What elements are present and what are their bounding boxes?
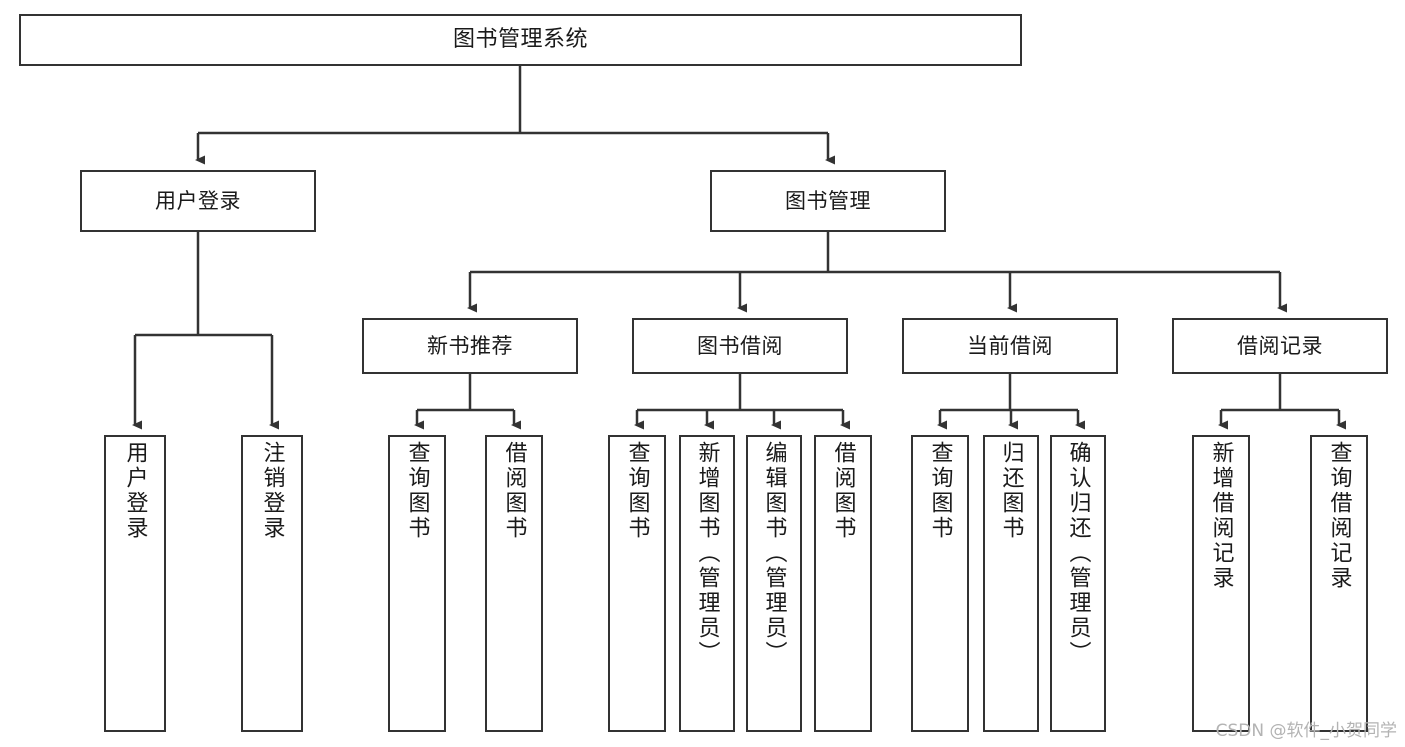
node-leaf-borrow-book-2-label: 借阅图书 xyxy=(830,441,856,541)
node-leaf-query-book-2[interactable]: 查询图书 xyxy=(608,435,666,732)
node-leaf-logout-login[interactable]: 注销登录 xyxy=(241,435,303,732)
node-leaf-add-borrow-record-label: 新增借阅记录 xyxy=(1208,441,1234,591)
node-user-login[interactable]: 用户登录 xyxy=(80,170,316,232)
node-leaf-query-book-3-label: 查询图书 xyxy=(927,441,953,541)
node-leaf-query-borrow-record-label: 查询借阅记录 xyxy=(1326,441,1352,591)
node-new-book-rec[interactable]: 新书推荐 xyxy=(362,318,578,374)
node-leaf-add-book-admin[interactable]: 新增图书（管理员） xyxy=(679,435,735,732)
node-leaf-confirm-return-admin[interactable]: 确认归还（管理员） xyxy=(1050,435,1106,732)
node-root-title[interactable]: 图书管理系统 xyxy=(19,14,1022,66)
node-leaf-query-book-1-label: 查询图书 xyxy=(404,441,430,541)
node-leaf-confirm-return-admin-label: 确认归还（管理员） xyxy=(1065,441,1091,666)
node-borrow-record[interactable]: 借阅记录 xyxy=(1172,318,1388,374)
node-borrow-record-label: 借阅记录 xyxy=(1237,333,1323,358)
node-leaf-return-book[interactable]: 归还图书 xyxy=(983,435,1039,732)
node-leaf-logout-login-label: 注销登录 xyxy=(259,441,285,541)
node-current-borrow-label: 当前借阅 xyxy=(967,333,1053,358)
node-leaf-add-borrow-record[interactable]: 新增借阅记录 xyxy=(1192,435,1250,732)
node-leaf-borrow-book-1-label: 借阅图书 xyxy=(501,441,527,541)
node-book-manage[interactable]: 图书管理 xyxy=(710,170,946,232)
node-leaf-query-book-2-label: 查询图书 xyxy=(624,441,650,541)
node-book-manage-label: 图书管理 xyxy=(785,188,871,213)
node-root-title-label: 图书管理系统 xyxy=(452,27,588,53)
node-current-borrow[interactable]: 当前借阅 xyxy=(902,318,1118,374)
node-user-login-label: 用户登录 xyxy=(155,188,241,213)
node-leaf-add-book-admin-label: 新增图书（管理员） xyxy=(694,441,720,666)
node-leaf-edit-book-admin[interactable]: 编辑图书（管理员） xyxy=(746,435,802,732)
node-new-book-rec-label: 新书推荐 xyxy=(427,333,513,358)
node-leaf-return-book-label: 归还图书 xyxy=(998,441,1024,541)
node-leaf-query-book-3[interactable]: 查询图书 xyxy=(911,435,969,732)
node-leaf-edit-book-admin-label: 编辑图书（管理员） xyxy=(761,441,787,666)
node-leaf-query-book-1[interactable]: 查询图书 xyxy=(388,435,446,732)
node-leaf-query-borrow-record[interactable]: 查询借阅记录 xyxy=(1310,435,1368,732)
node-leaf-user-login[interactable]: 用户登录 xyxy=(104,435,166,732)
node-leaf-borrow-book-1[interactable]: 借阅图书 xyxy=(485,435,543,732)
node-book-borrow[interactable]: 图书借阅 xyxy=(632,318,848,374)
node-book-borrow-label: 图书借阅 xyxy=(697,333,783,358)
node-leaf-user-login-label: 用户登录 xyxy=(122,441,148,541)
node-leaf-borrow-book-2[interactable]: 借阅图书 xyxy=(814,435,872,732)
